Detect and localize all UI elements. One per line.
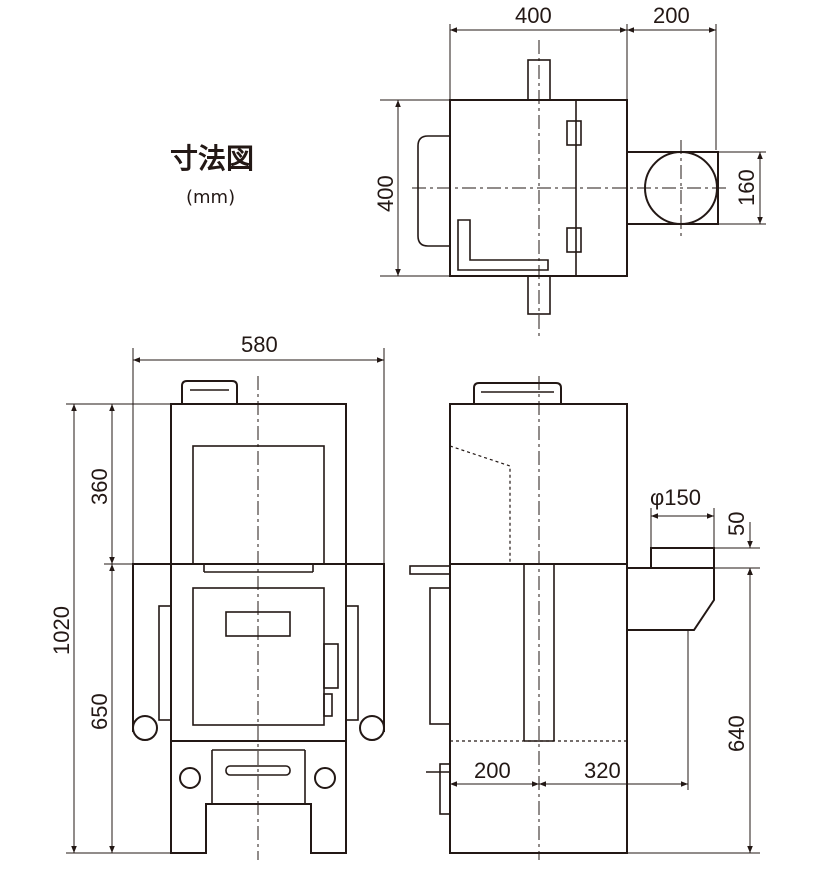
side-rear-depth-label: 320	[584, 758, 621, 783]
side-pipe-diameter-label: φ150	[650, 485, 701, 510]
side-pipe-height-label: 640	[724, 715, 749, 752]
front-width-label: 580	[241, 332, 278, 357]
front-total-height-label: 1020	[49, 606, 74, 655]
side-view: φ150 50 640 200 320	[409, 376, 760, 860]
top-outlet-diameter-label: 160	[734, 169, 759, 206]
top-width-label: 400	[515, 3, 552, 28]
front-lower-height-label: 650	[87, 693, 112, 730]
top-view: 400 200 400 160	[373, 3, 766, 338]
top-outlet-extension-label: 200	[653, 3, 690, 28]
side-pipe-top-label: 50	[724, 512, 749, 536]
front-view: 580 1020 360 650	[49, 332, 385, 860]
top-depth-label: 400	[373, 175, 398, 212]
unit-label: (mm)	[186, 187, 235, 208]
side-front-depth-label: 200	[474, 758, 511, 783]
drawing-title: 寸法図	[170, 142, 254, 175]
front-upper-height-label: 360	[87, 468, 112, 505]
